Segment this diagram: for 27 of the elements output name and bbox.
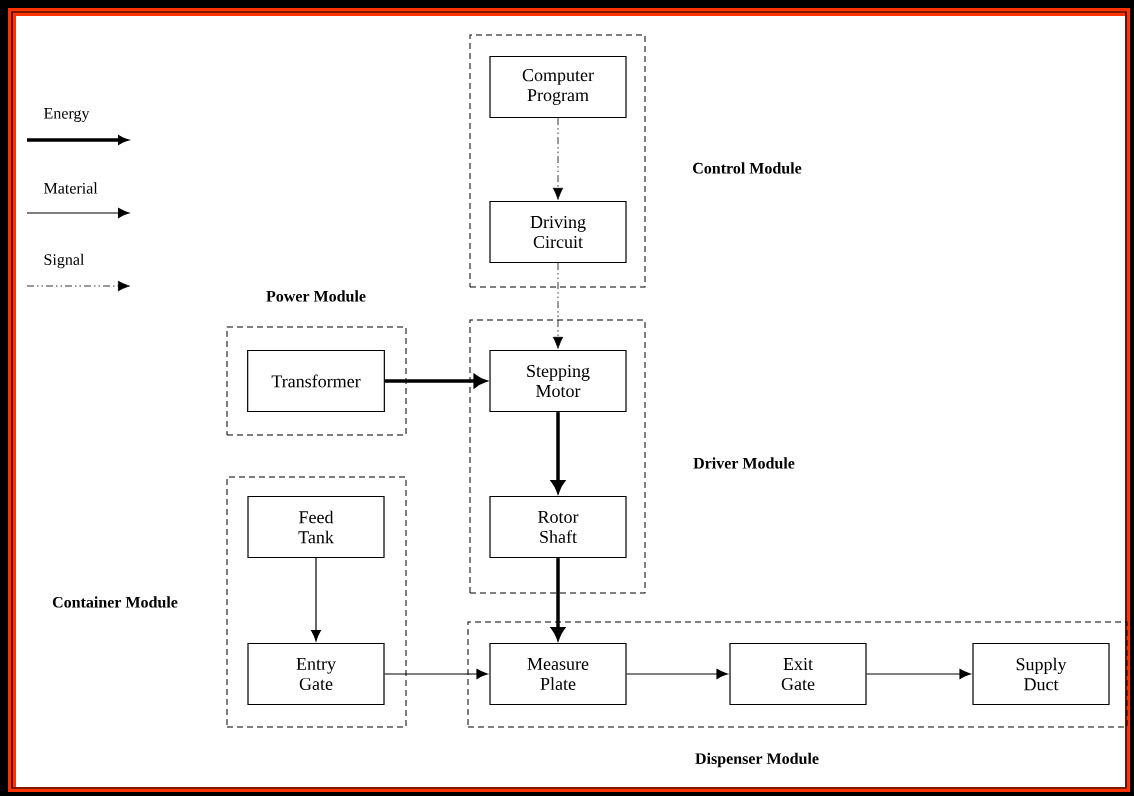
legend-label: Signal	[44, 253, 85, 269]
module-heading: Driver Module	[693, 457, 795, 469]
arrow	[552, 117, 564, 200]
process-box: Stepping Motor	[489, 349, 627, 413]
arrow	[384, 669, 488, 679]
arrow	[866, 669, 971, 679]
module-heading: Dispenser Module	[695, 752, 819, 768]
module-heading: Control Module	[693, 162, 802, 174]
process-box: Transformer	[247, 349, 385, 413]
module-heading: Container Module	[52, 596, 178, 608]
arrow	[552, 262, 564, 349]
process-box: Exit Gate	[729, 642, 867, 706]
process-box: Driving Circuit	[489, 200, 627, 264]
arrow	[551, 558, 565, 640]
process-box: Measure Plate	[489, 642, 627, 706]
process-box: Supply Duct	[972, 642, 1110, 706]
process-box: Entry Gate	[247, 642, 385, 706]
legend-label: Material	[44, 182, 98, 194]
module-heading: Power Module	[266, 290, 366, 302]
legend-label: Energy	[44, 108, 90, 122]
arrow	[626, 669, 728, 679]
arrow	[311, 557, 321, 642]
process-box: Rotor Shaft	[489, 495, 627, 559]
arrow	[384, 374, 487, 388]
process-box: Feed Tank	[247, 495, 385, 559]
process-box: Computer Program	[489, 55, 627, 119]
arrow	[551, 412, 565, 493]
